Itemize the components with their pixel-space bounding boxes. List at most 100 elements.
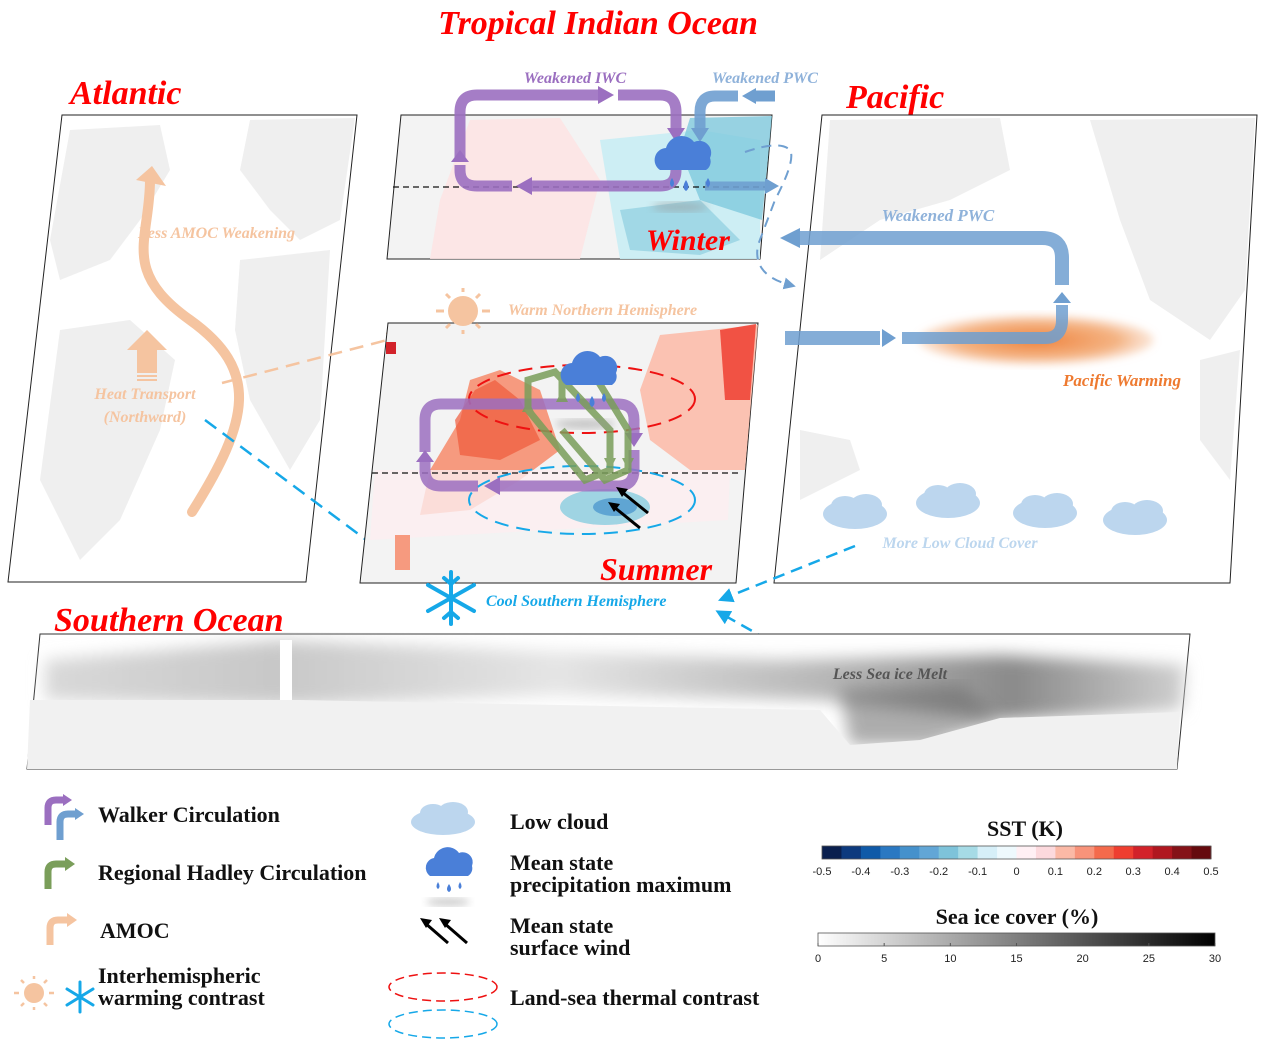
sst-color-swatch <box>822 846 842 859</box>
sun-snowflake-icon <box>14 976 95 1014</box>
sst-tick-label: 0 <box>1013 866 1019 878</box>
surface-wind-arrows-icon <box>608 487 649 530</box>
sst-tick-label: -0.3 <box>890 866 909 878</box>
sst-color-swatch <box>1074 846 1095 859</box>
atlantic-title: Atlantic <box>68 75 181 112</box>
amoc-arrow-icon <box>46 913 77 945</box>
sst-color-swatch <box>1152 846 1173 859</box>
legend-left: Walker Circulation Regional Hadley Circu… <box>14 794 367 1014</box>
sst-color-swatch <box>1055 846 1076 859</box>
iwc-arrowhead-east <box>598 86 614 104</box>
legend-precip-line2: precipitation maximum <box>510 872 731 897</box>
sea-ice-tick-label: 15 <box>1010 953 1022 965</box>
sst-color-swatch <box>997 846 1017 859</box>
walker-arrow-icon <box>44 794 84 840</box>
sst-tick-label: 0.1 <box>1048 866 1063 878</box>
warm-nh-label: Warm Northern Hemisphere <box>508 302 697 319</box>
sst-color-swatch <box>938 846 959 859</box>
low-cloud-icon <box>1013 493 1077 528</box>
low-cloud-icon <box>411 802 475 835</box>
legend-amoc-label: AMOC <box>100 918 170 943</box>
antarctica-landmass <box>27 700 1180 769</box>
sst-color-swatch <box>1113 846 1134 859</box>
snowflake-icon-cool-sh <box>426 570 476 626</box>
legend-interhemispheric-line1: Interhemispheric <box>98 963 261 988</box>
dashed-ellipses-icon <box>388 972 498 1039</box>
pwc-dashed-loop <box>744 144 796 290</box>
sst-color-swatch <box>880 846 901 859</box>
cloud-to-cool-sh-link <box>718 544 856 603</box>
rain-cloud-icon-winter <box>652 135 712 212</box>
weakened-pwc-top-label: Weakened PWC <box>712 70 818 87</box>
pacific-panel: Pacific Warming Weakened PWC More Low Cl… <box>773 114 1258 584</box>
low-cloud-icon <box>1103 500 1167 535</box>
heat-to-warm-nh-link <box>221 332 403 385</box>
sst-tick-label: 0.2 <box>1087 866 1102 878</box>
legend-walker-label: Walker Circulation <box>98 802 280 827</box>
amoc-curve <box>138 175 244 517</box>
sea-ice-tick-label: 20 <box>1077 953 1089 965</box>
sst-color-swatch <box>958 846 979 859</box>
legend-hadley-label: Regional Hadley Circulation <box>98 860 367 885</box>
sst-tick-label: -0.5 <box>813 866 832 878</box>
sea-ice-tick-label: 0 <box>815 953 821 965</box>
rain-cloud-icon-summer <box>555 350 618 429</box>
hadley-arrow-icon <box>44 857 75 889</box>
legend-land-sea-label: Land-sea thermal contrast <box>510 985 760 1010</box>
low-cloud-icon <box>823 494 887 529</box>
legend-precip-line1: Mean state <box>510 850 613 875</box>
sst-tick-label: -0.4 <box>851 866 870 878</box>
less-sea-ice-melt-label: Less Sea ice Melt <box>832 666 948 683</box>
sst-color-swatch <box>1094 846 1115 859</box>
sst-tick-label: 0.3 <box>1126 866 1141 878</box>
sst-tick-label: -0.1 <box>968 866 987 878</box>
sst-color-swatch <box>841 846 862 859</box>
sst-color-swatch <box>1191 846 1212 859</box>
sea-ice-tick-label: 5 <box>881 953 887 965</box>
winter-panel: Weakened IWC Weakened PWC Winter <box>386 70 818 260</box>
legend-interhemispheric-line2: warming contrast <box>98 985 265 1010</box>
sst-colorbar-title: SST (K) <box>987 816 1063 841</box>
heat-transport-arrow-icon <box>127 330 167 381</box>
northward-label: (Northward) <box>104 409 187 426</box>
sst-color-swatch <box>1133 846 1154 859</box>
sst-colorbar: SST (K) -0.5 -0.4 -0.3 -0.2 -0.1 0 0.1 0.2 0.3 0.… <box>813 816 1219 878</box>
sst-tick-label: -0.2 <box>929 866 948 878</box>
cool-sh-label: Cool Southern Hemisphere <box>486 593 666 610</box>
sst-colorbar-border <box>821 845 1212 860</box>
legend-wind-line2: surface wind <box>510 935 630 960</box>
sst-color-swatch <box>860 846 881 859</box>
legend-middle: Low cloud Mean state precipitation maxim… <box>388 802 760 1039</box>
pacific-warming-label: Pacific Warming <box>1062 371 1181 390</box>
weakened-iwc-label: Weakened IWC <box>524 70 627 87</box>
sea-ice-colorbar-title: Sea ice cover (%) <box>936 904 1099 929</box>
winter-label: Winter <box>646 224 730 257</box>
summer-panel: Warm Northern Hemisphere Summer <box>359 288 759 587</box>
sea-ice-tick-label: 25 <box>1143 953 1155 965</box>
sst-color-swatch <box>1035 846 1056 859</box>
sst-color-swatch <box>1172 846 1193 859</box>
rain-cloud-icon <box>425 847 473 906</box>
southern-ocean-title: Southern Ocean <box>54 602 284 639</box>
sst-tick-label: 0.5 <box>1203 866 1218 878</box>
low-clouds <box>823 483 1167 535</box>
tropical-indian-ocean-title: Tropical Indian Ocean <box>438 5 758 42</box>
sst-tick-label: 0.4 <box>1164 866 1179 878</box>
sst-color-swatch <box>1016 846 1037 859</box>
sun-icon-warm-nh <box>436 288 490 334</box>
sst-color-swatch <box>919 846 940 859</box>
sea-ice-tick-label: 30 <box>1209 953 1221 965</box>
sst-color-swatch <box>977 846 998 859</box>
weakened-pwc-pacific-label: Weakened PWC <box>882 206 995 225</box>
heat-transport-label: Heat Transport <box>93 386 196 403</box>
summer-label: Summer <box>600 551 713 587</box>
pacific-title: Pacific <box>845 79 944 116</box>
less-amoc-weakening-label: Less AMOC Weakening <box>137 225 295 242</box>
sst-color-swatch <box>899 846 920 859</box>
legend-low-cloud-label: Low cloud <box>510 809 608 834</box>
amoc-arrowhead <box>136 166 166 186</box>
low-cloud-icon <box>916 483 980 518</box>
legend-wind-line1: Mean state <box>510 913 613 938</box>
